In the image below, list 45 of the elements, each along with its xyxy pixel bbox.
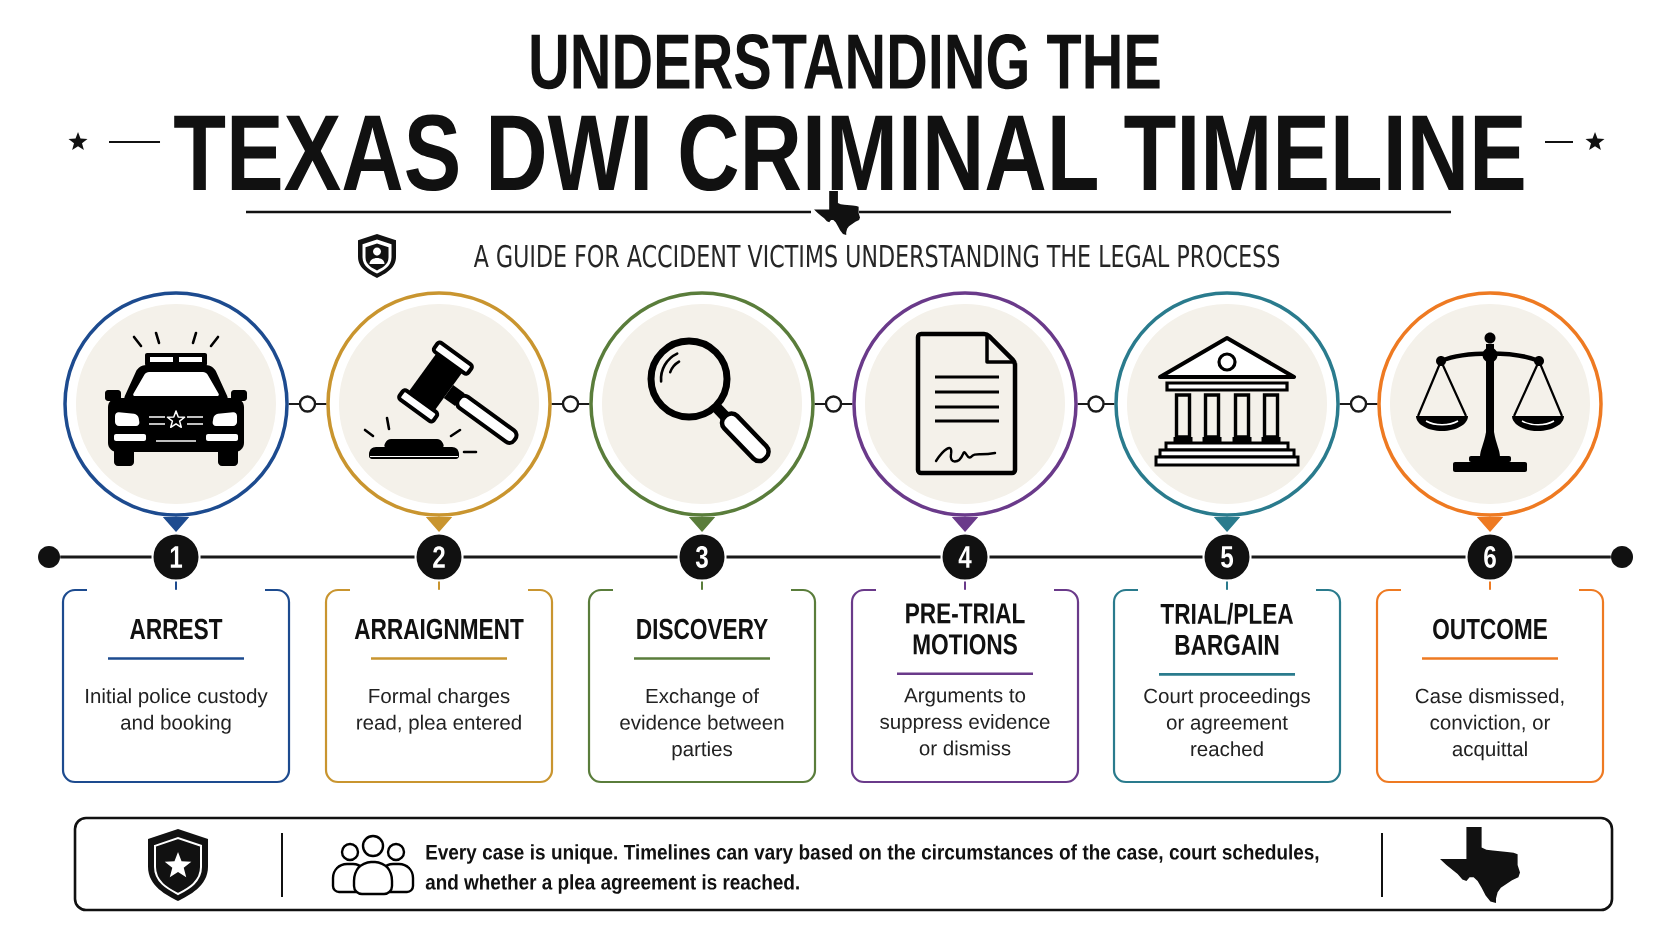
timeline-line	[726, 555, 941, 559]
tick-line	[1226, 580, 1228, 591]
connector-line	[550, 395, 591, 413]
step-title: ARRAIGNMENT	[354, 618, 524, 640]
subtitle: A GUIDE FOR ACCIDENT VICTIMS UNDERSTANDING THE LEGAL PROCESS	[473, 244, 1280, 268]
number-badge: 3	[677, 532, 727, 582]
number-badge: 1	[151, 532, 201, 582]
connector-line	[813, 395, 854, 413]
connector-line	[1338, 395, 1379, 413]
number-badge: 2	[414, 532, 464, 582]
note-text: Every case is unique. Timelines can vary based on the circumstances of the case, court schedules, and whether a plea agreement is reached.	[425, 844, 1319, 894]
step-title: TRIAL/PLEA BARGAIN	[1160, 602, 1293, 656]
end-dot	[1611, 546, 1633, 568]
number-badge: 6	[1465, 532, 1515, 582]
connector-line	[287, 395, 328, 413]
step-description: Initial police custody and booking	[86, 688, 268, 734]
step-title: ARREST	[130, 618, 223, 640]
number-badge: 5	[1202, 532, 1252, 582]
end-dot	[38, 546, 60, 568]
tick-line	[701, 580, 703, 591]
tick-line	[1489, 580, 1491, 591]
tick-line	[175, 580, 177, 591]
timeline-line	[1514, 555, 1611, 559]
step-description: Formal charges read, plea entered	[357, 688, 521, 734]
step-description: Court proceedings or agreement reached	[1144, 688, 1310, 757]
connector-line	[1076, 395, 1116, 413]
step-description: Case dismissed, conviction, or acquittal	[1415, 688, 1564, 761]
tick-line	[438, 580, 440, 591]
title: UNDERSTANDING THE	[531, 34, 1160, 90]
timeline-line	[200, 555, 415, 559]
timeline-line	[1251, 555, 1466, 559]
timeline-line	[989, 555, 1203, 559]
timeline-line	[60, 555, 152, 559]
number-badge: 4	[940, 532, 990, 582]
title: TEXAS DWI CRIMINAL TIMELINE	[174, 114, 1524, 192]
step-description: Exchange of evidence between parties	[620, 688, 784, 761]
step-title: DISCOVERY	[637, 618, 768, 640]
step-title: PRE-TRIAL MOTIONS	[906, 603, 1025, 655]
step-description: Arguments to suppress evidence or dismiss	[880, 688, 1050, 756]
step-circle	[589, 291, 815, 517]
step-circle	[1377, 291, 1603, 517]
step-circle	[852, 291, 1078, 517]
tick-line	[964, 580, 966, 591]
step-title: OUTCOME	[1433, 618, 1547, 640]
timeline-line	[463, 555, 678, 559]
